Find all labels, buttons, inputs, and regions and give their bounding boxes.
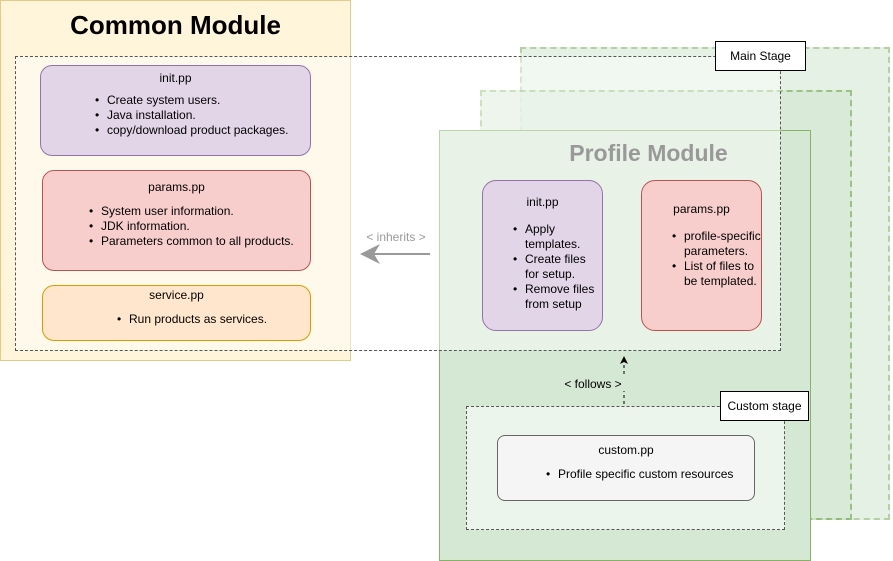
common-service-filename: service.pp	[149, 288, 204, 302]
list-item: Create files for setup.	[511, 252, 602, 282]
profile-init-pp[interactable]: init.pp Apply templates. Create files fo…	[482, 180, 603, 331]
profile-init-list: Apply templates. Create files for setup.…	[511, 222, 602, 312]
list-item: System user information.	[87, 204, 310, 219]
profile-params-list: profile-specific parameters. List of fil…	[670, 229, 761, 289]
list-item: copy/download product packages.	[93, 123, 310, 138]
list-item: Apply templates.	[511, 222, 602, 252]
inherits-label: < inherits >	[360, 230, 432, 244]
custom-pp[interactable]: custom.pp Profile specific custom resour…	[497, 435, 755, 501]
common-params-list: System user information. JDK information…	[87, 204, 310, 249]
common-init-list: Create system users. Java installation. …	[93, 93, 310, 138]
profile-params-filename: params.pp	[673, 202, 730, 216]
main-stage-label[interactable]: Main Stage	[715, 41, 806, 71]
list-item: JDK information.	[87, 219, 310, 234]
custom-list: Profile specific custom resources	[544, 467, 754, 482]
list-item: Java installation.	[93, 108, 310, 123]
profile-init-filename: init.pp	[526, 195, 559, 209]
common-params-filename: params.pp	[148, 180, 205, 194]
list-item: Create system users.	[93, 93, 310, 108]
common-init-filename: init.pp	[159, 71, 192, 85]
common-module-title: Common Module	[70, 10, 281, 40]
follows-label: < follows >	[560, 377, 626, 391]
common-service-list: Run products as services.	[115, 312, 310, 327]
list-item: List of files to be templated.	[670, 259, 761, 289]
custom-stage-label[interactable]: Custom stage	[720, 391, 809, 421]
list-item: Profile specific custom resources	[544, 467, 754, 482]
common-init-pp[interactable]: init.pp Create system users. Java instal…	[40, 65, 311, 156]
list-item: Parameters common to all products.	[87, 234, 310, 249]
profile-module-title: Profile Module	[569, 140, 728, 166]
common-params-pp[interactable]: params.pp System user information. JDK i…	[42, 170, 311, 271]
list-item: Run products as services.	[115, 312, 310, 327]
profile-params-pp[interactable]: params.pp profile-specific parameters. L…	[641, 180, 762, 331]
custom-filename: custom.pp	[598, 443, 654, 457]
list-item: Remove files from setup	[511, 282, 602, 312]
common-service-pp[interactable]: service.pp Run products as services.	[42, 285, 311, 341]
list-item: profile-specific parameters.	[670, 229, 761, 259]
